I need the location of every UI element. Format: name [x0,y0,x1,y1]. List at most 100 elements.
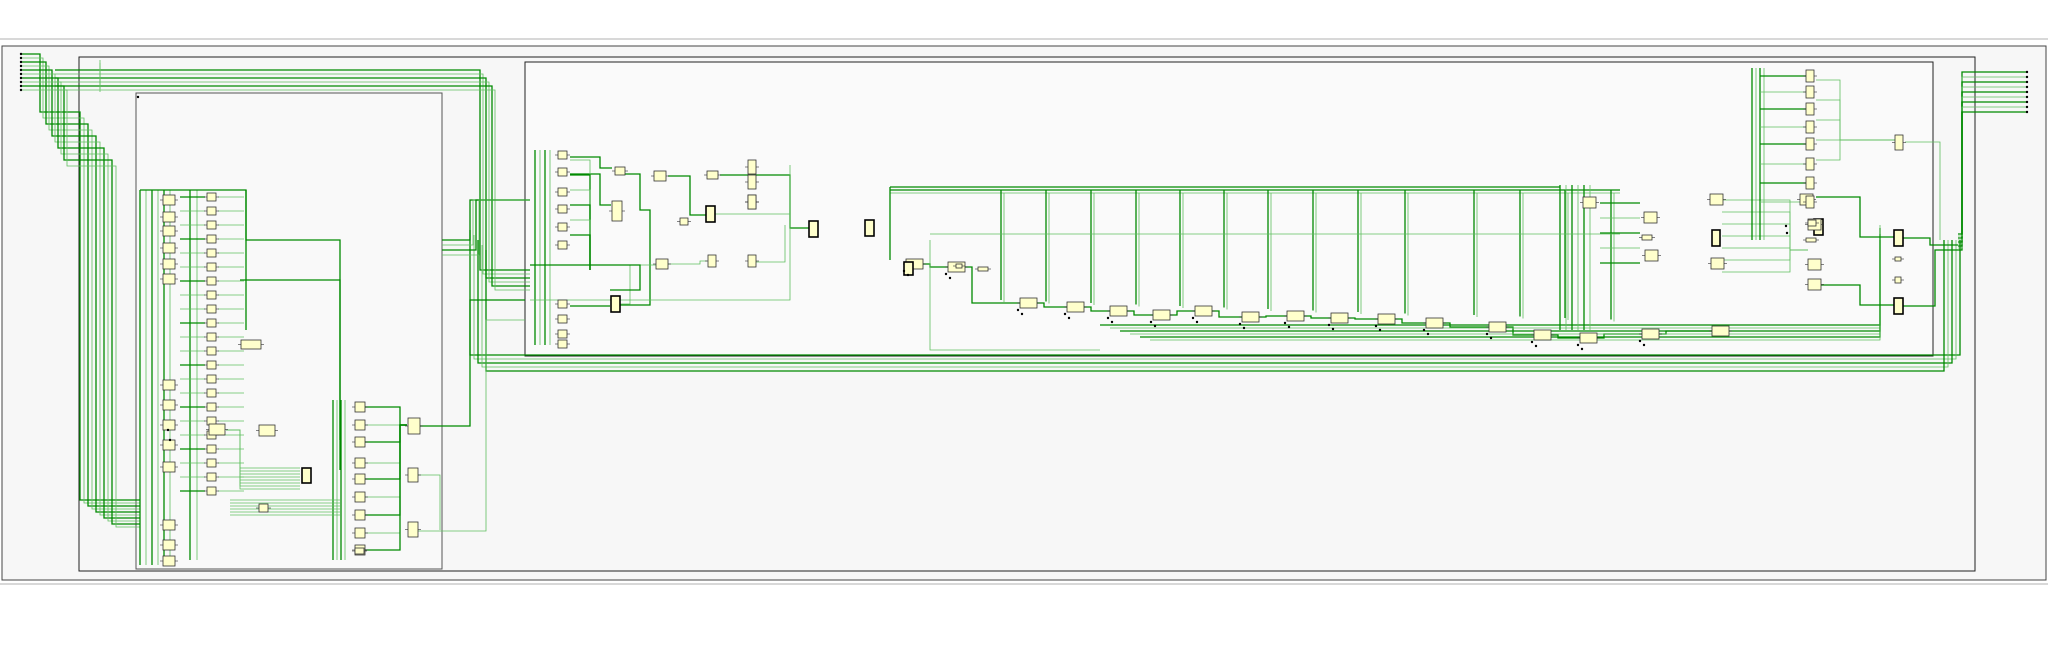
port-dot [1191,316,1195,320]
port-dot [1283,321,1287,325]
port-dot [19,76,23,80]
port-dot [1530,340,1534,344]
register-cell [864,219,875,237]
port-dot [19,72,23,76]
pipeline-stage-cell [1019,297,1038,309]
wire [1348,317,1378,320]
logic-cell [1805,176,1815,190]
wire [240,279,341,470]
logic-cell [162,273,176,285]
port-dot [1534,344,1538,348]
logic-cell [354,547,365,555]
logic-cell [407,467,419,483]
logic-cell [1582,196,1597,209]
wire [1150,225,1881,341]
port-dot [1327,323,1331,327]
logic-cell [354,436,366,448]
register-cell [808,220,819,238]
wire [55,73,530,275]
port-dot [19,64,23,68]
wire [481,240,1949,368]
port-dot [2025,85,2029,89]
wire [668,175,706,216]
logic-cell [557,240,568,250]
logic-cell [162,419,176,431]
port-dot [2025,75,2029,79]
logic-cell [206,234,217,244]
logic-cell [162,555,176,567]
logic-cell [1894,276,1902,284]
wire [55,77,530,279]
logic-cell [557,329,568,339]
logic-cell [206,206,217,216]
port-dot [19,68,23,72]
logic-cell [162,194,176,206]
pipeline-stage-cell [1711,325,1730,337]
register-cell [1893,297,1904,315]
logic-cell [162,461,176,473]
port-dot [1489,336,1493,340]
logic-cell [1805,195,1815,209]
port-dot [1784,224,1788,228]
logic-cell [407,521,419,538]
logic-cell [206,388,217,398]
logic-cell [557,314,568,324]
logic-cell [1805,237,1817,243]
pipeline-stage-cell [1377,313,1396,325]
port-dot [19,52,23,56]
logic-cell [706,170,719,180]
port-dot [1378,328,1382,332]
wire [1903,249,1958,307]
pipeline-stage-cell [1241,311,1260,323]
logic-cell [206,332,217,342]
wire [1395,318,1426,324]
pipeline-stage-cell [1425,317,1444,329]
logic-cell [206,290,217,300]
port-dot [944,272,948,276]
wire [22,69,140,513]
logic-cell [206,276,217,286]
logic-cell [206,318,217,328]
port-dot [1063,312,1067,316]
logic-cell [557,167,568,177]
port-dot [1016,308,1020,312]
port-dot [1642,343,1646,347]
register-cell [903,261,914,276]
register-cell [301,467,312,484]
port-dot [2025,110,2029,114]
module-pipeline-sub [524,61,1934,357]
logic-cell [258,503,269,513]
module-left-sub [135,92,443,570]
logic-cell [206,360,217,370]
logic-cell [354,509,366,521]
port-dot [1149,320,1153,324]
port-dot [2025,95,2029,99]
port-dot [19,60,23,64]
wire [570,234,591,270]
logic-cell [206,444,217,454]
logic-cell [557,204,568,214]
logic-cell [206,486,217,496]
pipeline-stage-cell [1109,305,1128,317]
port-dot [1195,320,1199,324]
logic-cell [162,519,176,531]
wire [1037,302,1067,308]
register-cell [1711,229,1721,247]
logic-cell [258,424,276,437]
port-dot [19,56,23,60]
logic-cell [162,439,176,451]
port-dot [902,269,906,273]
wire [1212,310,1242,318]
logic-cell [557,222,568,232]
wire [570,156,612,169]
wire [418,319,525,532]
wire [418,474,441,530]
logic-cell [1805,69,1815,83]
ports [19,52,2029,442]
wire [620,264,656,305]
port-dot [1331,327,1335,331]
logic-cell [557,299,568,309]
port-dot [2025,70,2029,74]
